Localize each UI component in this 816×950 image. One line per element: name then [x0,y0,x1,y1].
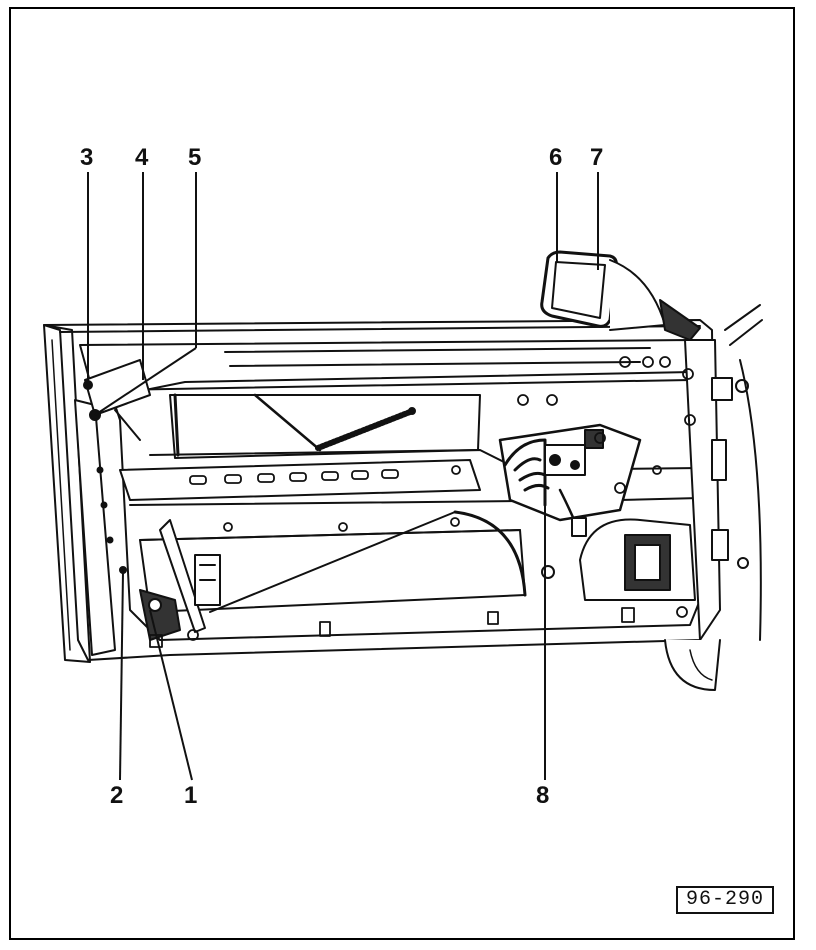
leader-lines [87,172,599,781]
fasteners [149,356,696,648]
rear-door-edge [684,339,721,641]
wheel-arch [664,639,721,691]
leader-5b [94,347,197,416]
callout-8: 8 [536,782,550,809]
bar-slots [189,469,399,485]
regulator-guide [453,510,527,597]
door-outer-panel [43,319,716,661]
upper-left-bracket [84,359,151,416]
leader-2 [119,571,124,781]
side-mirror [540,250,701,341]
callout-7: 7 [590,144,604,171]
window-cable [253,393,322,452]
leader-1 [149,609,193,781]
hinge-pillar [74,399,116,656]
cable-spring [315,409,413,451]
regulator-cable [209,511,456,613]
callout-1: 1 [184,782,198,809]
callout-3: 3 [80,144,94,171]
callout-5: 5 [188,144,202,171]
callout-2: 2 [110,782,124,809]
figure-reference-number: 96-290 [676,886,774,914]
window-guide-channel [159,519,206,633]
window-opening [169,394,481,459]
callout-6: 6 [549,144,563,171]
callout-4: 4 [135,144,149,171]
latch-assembly [498,423,642,579]
rear-lower-opening [579,518,696,601]
